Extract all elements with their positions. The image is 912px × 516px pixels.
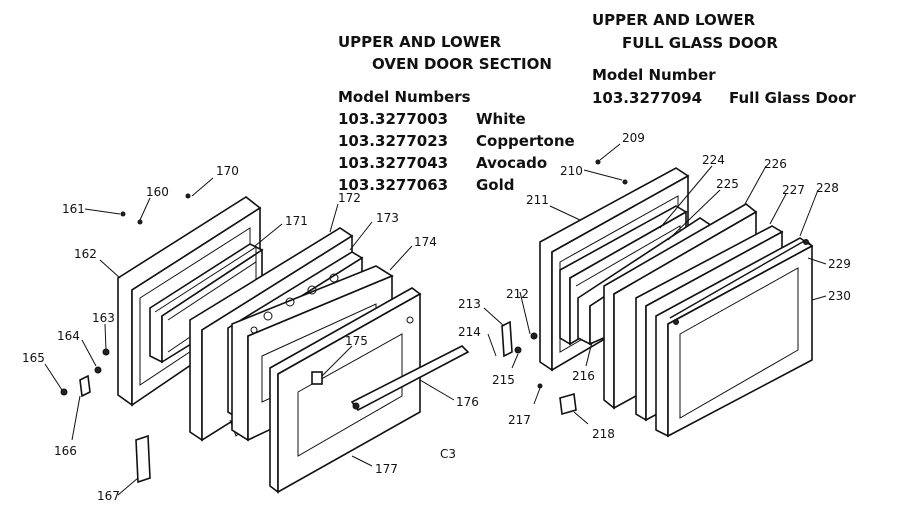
label-227: 227 — [782, 183, 805, 197]
label-226: 226 — [764, 157, 787, 171]
label-211: 211 — [526, 193, 549, 207]
oven-model-number-2: 103.3277023 — [338, 132, 448, 150]
oven-model-color-2: Coppertone — [476, 132, 575, 150]
glass-model-desc: Full Glass Door — [729, 89, 856, 107]
label-162: 162 — [74, 247, 97, 261]
label-228: 228 — [816, 181, 839, 195]
label-210: 210 — [560, 164, 583, 178]
label-216: 216 — [572, 369, 595, 383]
label-166: 166 — [54, 444, 77, 458]
left-hardware — [60, 193, 191, 484]
label-164: 164 — [57, 329, 80, 343]
part-175-bracket — [311, 371, 323, 385]
label-209: 209 — [622, 131, 645, 145]
part-176-handle — [350, 345, 470, 412]
label-215: 215 — [492, 373, 515, 387]
section-code: C3 — [440, 447, 456, 461]
right-hardware — [501, 159, 628, 416]
part-177-outer-panel — [269, 287, 422, 494]
glass-header-line2: FULL GLASS DOOR — [622, 34, 778, 52]
label-161: 161 — [62, 202, 85, 216]
label-165: 165 — [22, 351, 45, 365]
oven-model-color-3: Avocado — [476, 154, 547, 172]
label-229: 229 — [828, 257, 851, 271]
label-218: 218 — [592, 427, 615, 441]
leader-lines — [44, 143, 827, 496]
label-170: 170 — [216, 164, 239, 178]
label-174: 174 — [414, 235, 437, 249]
glass-model-number: 103.3277094 — [592, 89, 702, 107]
label-213: 213 — [458, 297, 481, 311]
label-176: 176 — [456, 395, 479, 409]
label-163: 163 — [92, 311, 115, 325]
label-225: 225 — [716, 177, 739, 191]
oven-model-number-4: 103.3277063 — [338, 176, 448, 194]
label-171: 171 — [285, 214, 308, 228]
label-175: 175 — [345, 334, 368, 348]
oven-model-title: Model Numbers — [338, 88, 471, 106]
oven-model-color-4: Gold — [476, 176, 515, 194]
part-labels: 161 160 170 162 171 172 173 174 163 164 … — [22, 131, 851, 503]
part-230-glass-frame — [655, 237, 814, 438]
label-214: 214 — [458, 325, 481, 339]
label-217: 217 — [508, 413, 531, 427]
oven-header-line2: OVEN DOOR SECTION — [372, 55, 552, 73]
oven-model-color-1: White — [476, 110, 526, 128]
label-173: 173 — [376, 211, 399, 225]
label-172: 172 — [338, 191, 361, 205]
glass-header-line1: UPPER AND LOWER — [592, 11, 756, 29]
oven-header-line1: UPPER AND LOWER — [338, 33, 502, 51]
label-167: 167 — [97, 489, 120, 503]
glass-model-title: Model Number — [592, 66, 716, 84]
label-177: 177 — [375, 462, 398, 476]
label-212: 212 — [506, 287, 529, 301]
label-224: 224 — [702, 153, 725, 167]
oven-model-number-3: 103.3277043 — [338, 154, 448, 172]
label-160: 160 — [146, 185, 169, 199]
oven-model-number-1: 103.3277003 — [338, 110, 448, 128]
label-230: 230 — [828, 289, 851, 303]
